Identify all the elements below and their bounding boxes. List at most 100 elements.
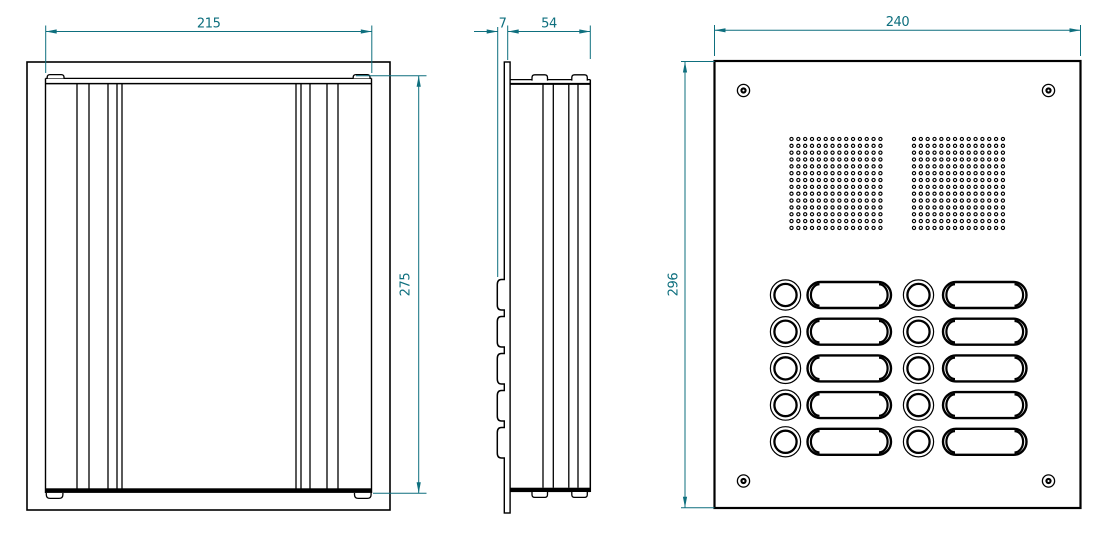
grille-hole [850,157,856,162]
grille-hole [809,205,815,210]
grille-hole [837,218,842,224]
call-button [769,389,802,421]
grille-hole [816,212,822,217]
call-button-outer-ring [769,426,802,458]
grille-hole [987,136,992,142]
grille-hole [809,143,815,149]
dimension-front-panel-width [714,25,1081,56]
grille-hole [878,150,883,155]
grille-hole [823,143,828,149]
screw-outer-circle-icon [736,83,751,98]
grille-hole [987,225,992,231]
grille-hole [932,225,937,231]
grille-hole [993,191,999,196]
grille-hole [844,143,849,149]
grille-hole [823,218,828,224]
grille-hole [809,150,815,155]
grille-hole [980,171,985,176]
grille-hole [952,177,958,183]
grille-hole [939,225,944,231]
grille-hole [973,143,978,149]
nameplate-window [806,427,893,456]
grille-hole [939,164,944,169]
grille-hole [796,218,801,224]
nameplate [806,427,893,456]
grille-hole [980,136,985,142]
grille-hole [973,171,978,176]
grille-hole [878,136,883,142]
grille-hole [816,136,822,142]
grille-hole [932,177,937,183]
grille-hole [796,136,801,142]
grille-hole [932,205,937,210]
grille-hole [864,164,869,169]
grille-hole [809,184,815,190]
grille-hole [871,177,876,183]
call-button-outer-ring [902,279,935,311]
grille-hole [966,212,971,217]
grille-hole [830,212,835,217]
dimension-arrow [714,28,726,33]
grille-hole [823,205,828,210]
grille-hole [952,212,958,217]
call-button-inner-ring [773,356,798,381]
grille-hole [959,205,965,210]
grille-hole [871,164,876,169]
grille-hole [993,198,999,203]
dimension-annotations [45,25,1081,509]
grille-hole [966,143,971,149]
grille-hole [918,150,924,155]
grille-hole [946,191,951,196]
grille-hole [1000,164,1006,169]
grille-hole [1000,150,1006,155]
grille-hole [966,218,971,224]
grille-hole [939,177,944,183]
grille-hole [946,212,951,217]
nameplate [941,390,1028,420]
grille-hole [823,164,828,169]
grille-hole [932,191,937,196]
screw-outer-circle-icon [1041,83,1056,98]
corner-screw [736,83,751,98]
grille-hole [980,150,985,155]
grille-hole [857,171,863,176]
grille-hole [993,177,999,183]
grille-hole [857,205,863,210]
grille-hole [925,205,930,210]
call-button-grid [769,279,1028,458]
grille-hole [911,177,917,183]
grille-hole [809,177,815,183]
grille-hole [980,191,985,196]
grille-hole [911,184,917,190]
grille-hole [966,205,971,210]
grille-hole [973,198,978,203]
grille-hole [789,143,794,149]
grille-hole [837,225,842,231]
nameplate-window [806,354,893,383]
grille-hole [796,184,801,190]
grille-hole [939,205,944,210]
grille-hole [973,150,978,155]
grille-hole [823,212,828,217]
grille-hole [803,136,808,142]
grille-hole [844,198,849,203]
call-button-outer-ring [902,389,935,421]
grille-hole [946,177,951,183]
grille-hole [850,150,856,155]
grille-hole [952,136,958,142]
call-button-inner-ring [906,356,931,381]
grille-hole [864,218,869,224]
grille-hole [789,205,794,210]
grille-hole [925,143,930,149]
grille-hole [830,150,835,155]
grille-hole [952,143,958,149]
grille-hole [911,136,917,142]
grille-hole [952,218,958,224]
grille-hole [966,171,971,176]
grille-hole [966,177,971,183]
grille-hole [946,205,951,210]
grille-hole [959,198,965,203]
grille-hole [993,157,999,162]
grille-hole [925,150,930,155]
